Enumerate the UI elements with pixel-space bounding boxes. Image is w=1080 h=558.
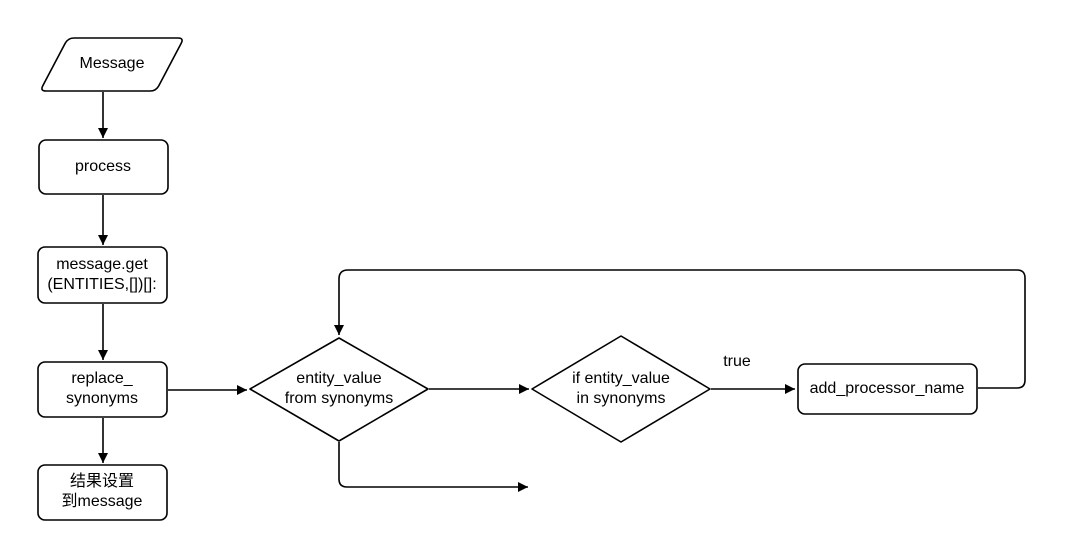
process-box bbox=[38, 139, 169, 195]
if-entity-value-diamond bbox=[531, 335, 711, 443]
entity-value-diamond bbox=[249, 337, 429, 442]
message-get-box bbox=[37, 246, 168, 304]
edge-add-processor-loop-back bbox=[334, 269, 1026, 389]
add-processor-name-box bbox=[797, 363, 978, 415]
message-parallelogram bbox=[41, 37, 183, 92]
result-to-message-box bbox=[37, 464, 168, 521]
replace-synonyms-box bbox=[37, 361, 168, 418]
edge-entity-diamond-down-right-exit bbox=[338, 442, 528, 492]
